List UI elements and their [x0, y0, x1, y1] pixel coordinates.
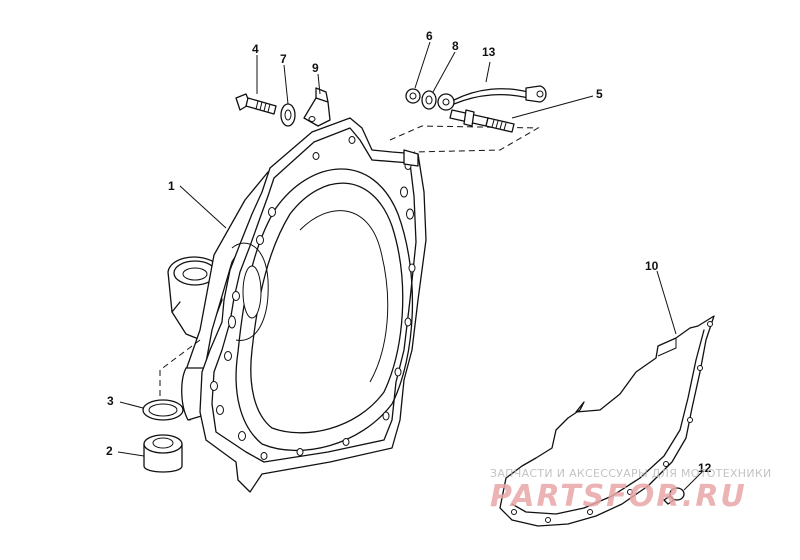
- callout-7: 7: [280, 52, 287, 66]
- callout-8: 8: [452, 39, 459, 53]
- callout-3: 3: [107, 394, 114, 408]
- bushing-2: [143, 434, 183, 473]
- screw-12: [663, 487, 685, 505]
- callout-1: 1: [168, 179, 175, 193]
- callout-4: 4: [252, 42, 259, 56]
- washer-8: [421, 90, 437, 110]
- stud-5: [449, 109, 515, 133]
- washer-7: [280, 103, 296, 127]
- seal-ring-3: [142, 399, 184, 421]
- callout-9: 9: [312, 61, 319, 75]
- watermark-logo: PARTSFOR.RU: [490, 479, 747, 514]
- callout-5: 5: [596, 87, 603, 101]
- callout-13: 13: [482, 45, 496, 59]
- callout-10: 10: [645, 259, 659, 273]
- callout-labels: 1 2 3 4 5 6 7 8 9 10 12 13: [106, 29, 712, 475]
- flywheel-housing: [167, 117, 427, 493]
- bolt-4: [235, 93, 277, 115]
- assembly-lines: [159, 125, 540, 398]
- watermark-caption: ЗАПЧАСТИ И АКСЕССУАРЫ ДЛЯ МОТОТЕХНИКИ: [490, 467, 772, 480]
- bracket-9: [303, 87, 331, 127]
- ground-strap-13: [437, 85, 547, 111]
- callout-6: 6: [426, 29, 433, 43]
- nut-6: [405, 88, 421, 104]
- callout-12: 12: [698, 461, 712, 475]
- callout-2: 2: [106, 444, 113, 458]
- watermark: ЗАПЧАСТИ И АКСЕССУАРЫ ДЛЯ МОТОТЕХНИКИ PA…: [490, 467, 772, 514]
- cover-plate-10: [499, 315, 715, 527]
- leader-lines: [117, 41, 703, 491]
